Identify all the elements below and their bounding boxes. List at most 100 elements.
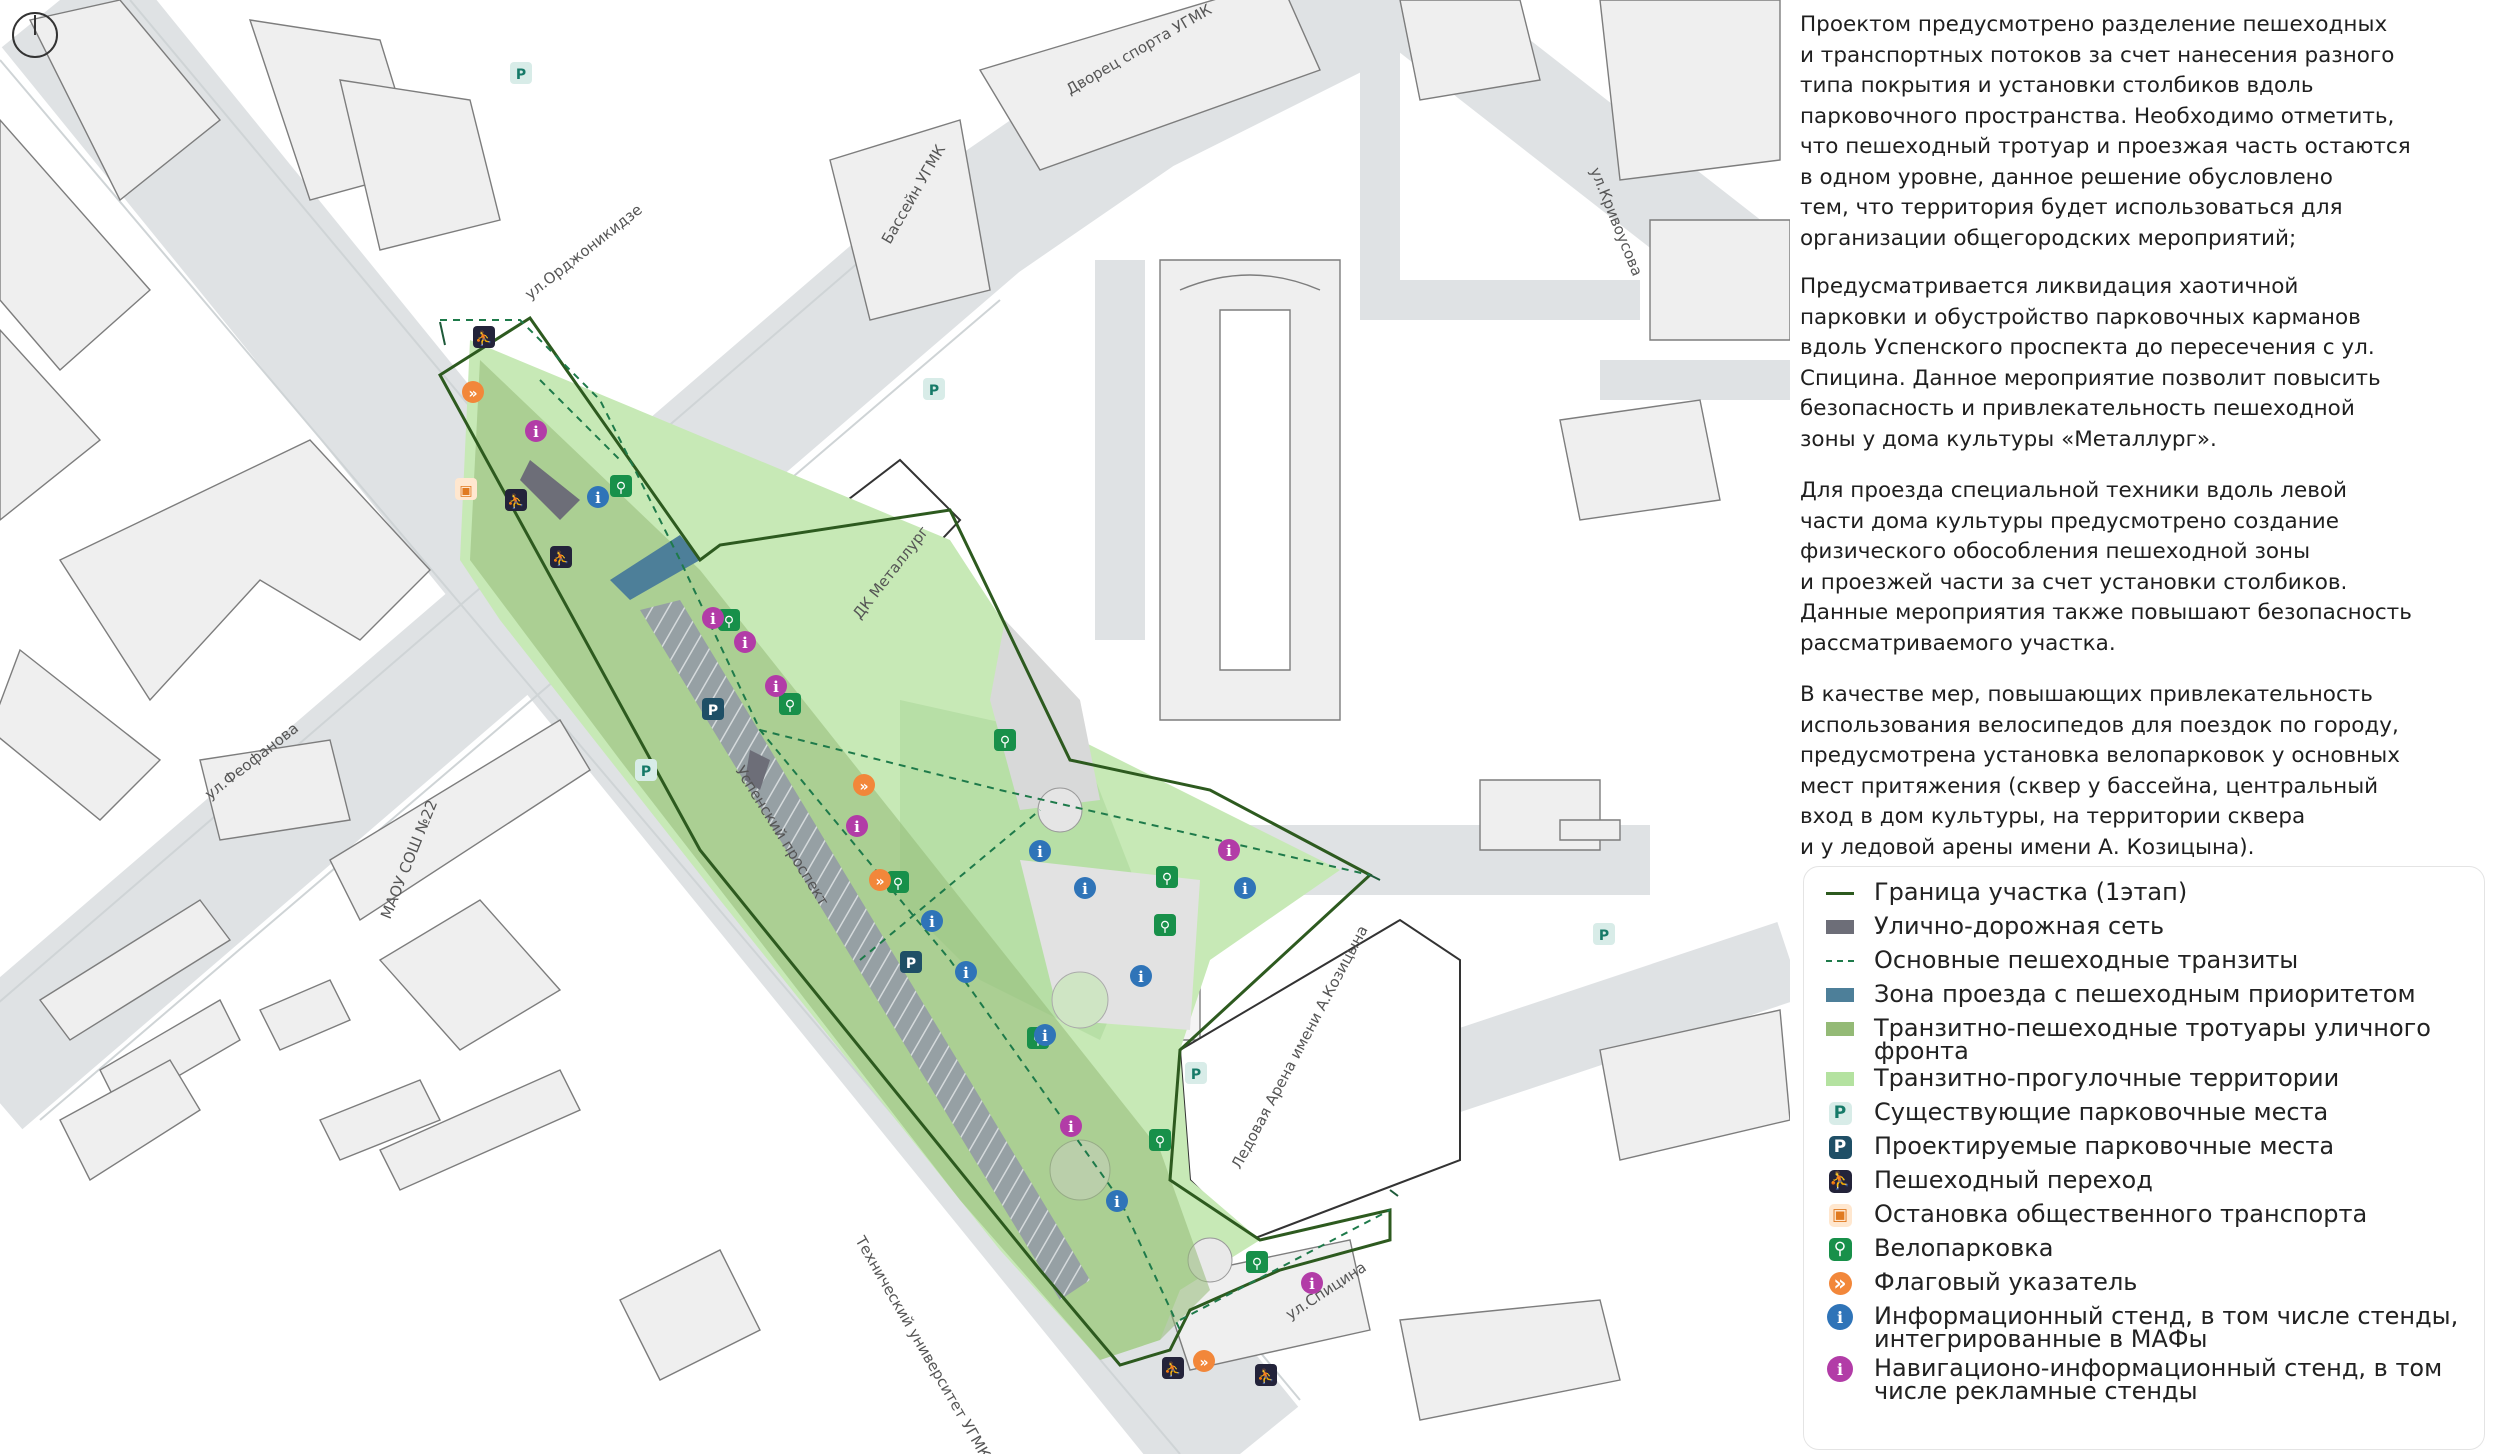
navigation-stand-icon: i [702, 607, 724, 629]
info-stand-icon: i [587, 486, 609, 508]
legend-item: ⛹Пешеходный переход [1826, 1168, 2153, 1193]
site-boundary [438, 315, 1392, 1367]
legend-symbol-icon: ⛹ [1828, 1169, 1852, 1193]
bike-parking-icon: ⚲ [887, 871, 909, 893]
bike-parking-icon: ⚲ [610, 475, 632, 497]
bike-parking-icon: ⚲ [1149, 1129, 1171, 1151]
legend-symbol-icon: i [1826, 1356, 1854, 1382]
description-line: физического обособления пешеходной зоны [1800, 539, 2311, 564]
legend-symbol-icon [1826, 881, 1854, 905]
svg-text:i: i [929, 913, 935, 931]
transit-stop-icon: ▣ [455, 478, 477, 500]
description-paragraph-4: В качестве мер, повышающих привлекательн… [1800, 680, 2490, 863]
description-line: и проезжей части за счет установки столб… [1800, 569, 2348, 595]
svg-text:P: P [1191, 1067, 1201, 1083]
legend-label: Зона проезда с пешеходным приоритетом [1874, 980, 2416, 1008]
existing-parking-icon: P [635, 759, 657, 781]
description-line: что пешеходный тротуар и проезжая часть … [1800, 134, 2411, 159]
pedestrian-crossing-icon: ⛹ [1255, 1364, 1277, 1386]
description-line: безопасность и привлекательность пешеход… [1800, 396, 2355, 421]
legend-label: Навигационо-информационный стенд, в том … [1874, 1354, 2443, 1405]
svg-text:»: » [875, 874, 884, 890]
svg-text:▣: ▣ [459, 483, 472, 499]
navigation-stand-icon: i [1301, 1272, 1323, 1294]
description-line: организации общегородских мероприятий; [1800, 225, 2297, 251]
svg-text:⚲: ⚲ [724, 614, 734, 630]
svg-text:i: i [1037, 843, 1043, 861]
description-line: вдоль Успенского проспекта до пересечени… [1800, 335, 2375, 360]
svg-text:⛹: ⛹ [1257, 1367, 1274, 1385]
info-stand-icon: i [1106, 1190, 1128, 1212]
svg-text:i: i [1242, 880, 1248, 898]
bike-parking-icon: ⚲ [779, 693, 801, 715]
svg-text:i: i [1309, 1275, 1315, 1293]
legend-item: Граница участка (1этап) [1826, 878, 2188, 906]
navigation-stand-icon: i [765, 675, 787, 697]
description-line: части дома культуры предусмотрено создан… [1800, 508, 2339, 534]
legend-symbol-icon [1826, 1017, 1854, 1041]
info-stand-icon: i [955, 961, 977, 983]
existing-parking-icon: P [1185, 1062, 1207, 1084]
svg-text:i: i [773, 678, 779, 696]
legend-label: Транзитно-пешеходные тротуары уличного ф… [1874, 1014, 2431, 1065]
svg-text:⚲: ⚲ [1252, 1256, 1262, 1272]
legend-label: Транзитно-прогулочные территории [1874, 1064, 2340, 1092]
description-line: Предусматривается ликвидация хаотичной [1800, 274, 2299, 299]
bike-parking-icon: ⚲ [994, 729, 1016, 751]
description-line: рассматриваемого участка. [1800, 630, 2116, 656]
flag-sign-icon: » [462, 381, 484, 403]
description-line: Спицина. Данное мероприятие позволит пов… [1800, 365, 2381, 391]
pedestrian-crossing-icon: ⛹ [550, 546, 572, 568]
bike-parking-icon: ⚲ [1246, 1251, 1268, 1273]
map-legend: Граница участка (1этап) Улично-дорожная с… [1803, 866, 2485, 1450]
description-line: в одном уровне, данное решение обусловле… [1800, 164, 2333, 190]
description-paragraph-3: Для проезда специальной техники вдоль ле… [1800, 476, 2490, 659]
svg-text:P: P [708, 703, 718, 719]
description-paragraph-1: Проектом предусмотрено разделение пешехо… [1800, 10, 2490, 254]
svg-text:i: i [742, 634, 748, 652]
svg-text:i: i [1226, 842, 1232, 860]
legend-item: ⚲Велопарковка [1826, 1234, 2054, 1262]
description-line: Для проезда специальной техники вдоль ле… [1800, 478, 2348, 503]
legend-label: Велопарковка [1874, 1234, 2054, 1262]
bike-parking-icon: ⚲ [1154, 914, 1176, 936]
pedestrian-transits [440, 319, 1391, 1331]
description-line: и транспортных потоков за счет нанесения… [1800, 42, 2395, 68]
description-line: использования велосипедов для поездок по… [1800, 712, 2399, 738]
bike-parking-icon: ⚲ [1156, 866, 1178, 888]
svg-text:⚲: ⚲ [893, 876, 903, 892]
legend-item: Транзитно-прогулочные территории [1826, 1064, 2340, 1092]
legend-symbol-icon [1826, 949, 1854, 973]
svg-text:P: P [516, 67, 526, 83]
buildings [0, 0, 1790, 1421]
svg-text:»: » [859, 779, 868, 795]
svg-text:⚲: ⚲ [785, 698, 795, 714]
description-line: тем, что территория будет использоваться… [1800, 195, 2343, 220]
legend-symbol-icon [1826, 915, 1854, 939]
svg-text:»: » [1199, 1355, 1208, 1371]
svg-text:P: P [906, 956, 916, 972]
legend-label: Граница участка (1этап) [1874, 878, 2188, 906]
description-line: Проектом предусмотрено разделение пешехо… [1800, 12, 2388, 37]
pedestrian-crossing-icon: ⛹ [505, 489, 527, 511]
legend-item: Улично-дорожная сеть [1826, 912, 2165, 940]
map-markers: PPPPPPP⛹⛹⛹⛹⛹▣⚲⚲⚲⚲⚲⚲⚲⚲⚲⚲»»»»iiiiiiiiiiiii… [455, 62, 1615, 1386]
legend-label: Улично-дорожная сеть [1874, 912, 2165, 940]
svg-text:⛹: ⛹ [507, 492, 524, 510]
svg-text:⛹: ⛹ [552, 549, 569, 567]
description-line: В качестве мер, повышающих привлекательн… [1800, 682, 2373, 707]
legend-symbol-icon [1826, 983, 1854, 1007]
legend-symbol-icon: » [1826, 1271, 1854, 1295]
legend-item: Основные пешеходные транзиты [1826, 948, 2298, 973]
navigation-stand-icon: i [846, 815, 868, 837]
info-stand-icon: i [1074, 877, 1096, 899]
description-line: типа покрытия и установки столбиков вдол… [1800, 73, 2314, 98]
svg-text:i: i [1138, 968, 1144, 986]
existing-parking-icon: P [1593, 923, 1615, 945]
pedestrian-priority-zone [610, 535, 700, 600]
navigation-stand-icon: i [734, 631, 756, 653]
svg-text:P: P [929, 383, 939, 399]
pedestrian-crossing-icon: ⛹ [1162, 1357, 1184, 1379]
